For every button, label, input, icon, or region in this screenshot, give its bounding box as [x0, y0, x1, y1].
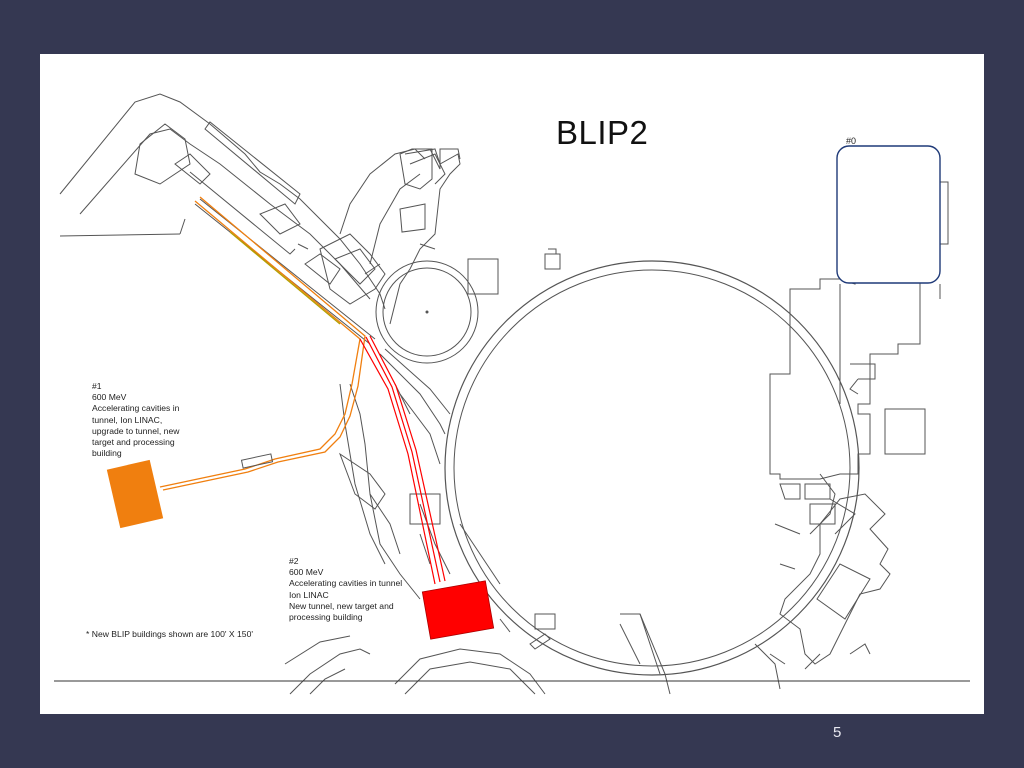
- option1-note-line: #1: [92, 381, 102, 391]
- page-number: 5: [833, 724, 842, 741]
- option1-note-line: upgrade to tunnel, new: [92, 425, 180, 436]
- building-small-square: [467, 258, 499, 295]
- option2-note-line: processing building: [289, 612, 363, 623]
- option2-note-line: New tunnel, new target and: [289, 600, 394, 611]
- option1-note-line: 600 MeV: [92, 392, 127, 403]
- option1-tunnel: [159, 196, 366, 491]
- option1-note: #1 600 MeV Accelerating cavities in tunn…: [92, 381, 179, 459]
- option2-note-line: #2: [289, 556, 299, 566]
- option2-target-building: [421, 580, 495, 640]
- main-complex: [769, 278, 921, 480]
- option1-target-building: [106, 459, 164, 529]
- lower-right-complex: [779, 493, 891, 665]
- buildings-footnote: * New BLIP buildings shown are 100' X 15…: [86, 629, 253, 639]
- option1-note-line: building: [92, 448, 122, 459]
- booster-ring-inner: [382, 267, 472, 357]
- option2-note-line: Accelerating cavities in tunnel: [289, 578, 403, 589]
- linac-gold-line: [229, 231, 341, 325]
- option1-note-line: tunnel, Ion LINAC,: [92, 414, 163, 425]
- linac-outline: [59, 93, 386, 310]
- site-map: [54, 93, 970, 695]
- option1-note-line: Accelerating cavities in: [92, 403, 180, 414]
- option2-note-line: Ion LINAC: [289, 589, 329, 600]
- option2-tunnel: [359, 335, 446, 585]
- option1-note-line: target and processing: [92, 437, 175, 448]
- option0-building: [836, 145, 941, 284]
- option1-tunnel-segment: [240, 453, 274, 469]
- slide-canvas: BLIP2 #0 #1 600 MeV Accelerating cavitie…: [40, 54, 984, 714]
- booster-ring-outer: [375, 260, 479, 364]
- ags-ring-outer: [444, 260, 860, 676]
- slide-title: BLIP2: [556, 114, 649, 151]
- ags-ring-inner: [453, 269, 851, 667]
- option0-label: #0: [846, 136, 857, 146]
- option2-note-line: 600 MeV: [289, 567, 324, 578]
- option2-note: #2 600 MeV Accelerating cavities in tunn…: [289, 556, 402, 623]
